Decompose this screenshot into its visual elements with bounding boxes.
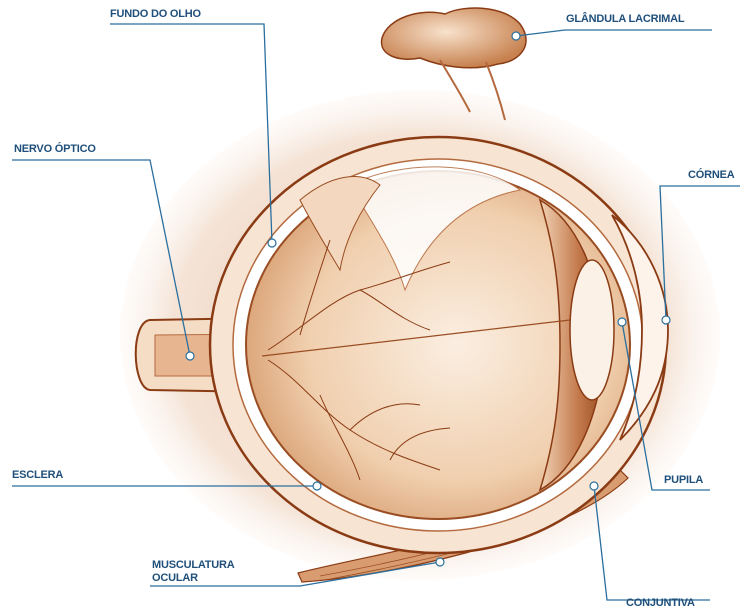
lens [570,260,614,400]
label-musculatura-line2: OCULAR [152,572,198,585]
label-conjuntiva: CONJUNTIVA [626,597,695,610]
label-nervo-optico: NERVO ÓPTICO [14,143,96,156]
dot-nervo-optico [186,352,194,360]
leader-glandula-lacrimal [516,30,712,36]
dot-cornea [662,316,670,324]
dot-musculatura [436,558,444,566]
dot-conjuntiva [590,482,598,490]
dot-esclera [313,482,321,490]
dot-pupila [618,318,626,326]
label-cornea: CÓRNEA [688,169,734,182]
label-pupila: PUPILA [664,474,703,487]
lacrimal-gland [382,8,527,68]
label-musculatura-line1: MUSCULATURA [152,559,235,572]
dot-fundo-do-olho [268,239,276,247]
label-glandula-lacrimal: GLÂNDULA LACRIMAL [566,13,684,26]
label-esclera: ESCLERA [12,469,63,482]
label-fundo-do-olho: FUNDO DO OLHO [110,8,201,21]
dot-glandula-lacrimal [512,32,520,40]
